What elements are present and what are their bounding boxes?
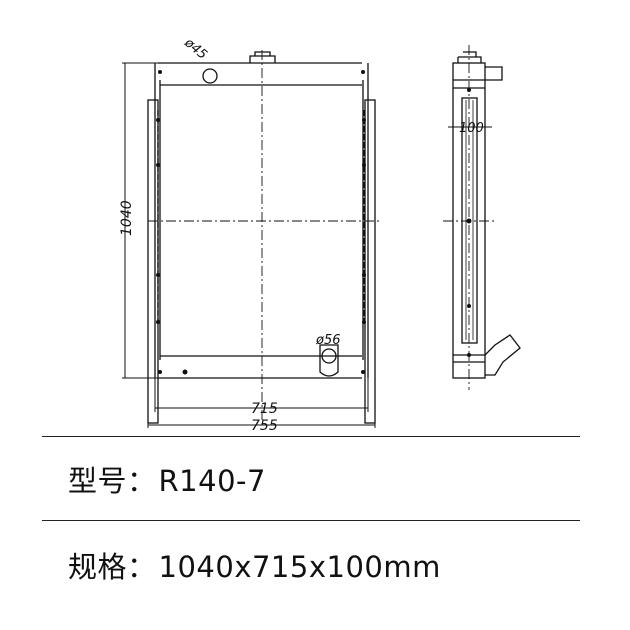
outlet-pipe bbox=[319, 344, 339, 377]
tank-header-lines bbox=[160, 84, 362, 357]
model-spec-row: 型号：R140-7 bbox=[68, 458, 266, 500]
filler-cap bbox=[249, 51, 276, 63]
outlet-diameter-label: ø56 bbox=[315, 333, 341, 348]
height-dimension-line bbox=[122, 62, 158, 379]
core-width-label: 715 bbox=[251, 401, 278, 417]
right-side-panel bbox=[364, 99, 376, 424]
side-outlet-pipe bbox=[484, 334, 521, 376]
size-value: 1040x715x100mm bbox=[158, 550, 441, 584]
left-side-panel bbox=[147, 99, 159, 424]
side-inlet-pipe bbox=[485, 66, 503, 81]
centerlines bbox=[148, 50, 382, 428]
overall-width-label: 755 bbox=[251, 418, 278, 434]
inlet-pipe-circle bbox=[202, 68, 218, 84]
inlet-diameter-label: ø45 bbox=[181, 35, 210, 63]
core-edges bbox=[159, 80, 364, 360]
size-label: 规格： bbox=[68, 550, 157, 584]
radiator-frame bbox=[154, 62, 369, 379]
radiator-technical-drawing: 1040 715 755 ø45 ø56 100 bbox=[119, 35, 521, 434]
depth-dimension-label: 100 bbox=[459, 121, 484, 136]
side-view bbox=[443, 45, 521, 390]
bolt-markers bbox=[156, 70, 366, 375]
model-label: 型号： bbox=[68, 464, 157, 498]
divider-middle bbox=[42, 520, 580, 521]
front-view bbox=[122, 50, 382, 428]
model-value: R140-7 bbox=[158, 464, 266, 498]
height-dimension-label: 1040 bbox=[119, 200, 135, 236]
size-spec-row: 规格：1040x715x100mm bbox=[68, 544, 441, 586]
core-width-dimension-line bbox=[154, 378, 369, 412]
overall-width-dimension-line bbox=[147, 423, 376, 428]
divider-top bbox=[42, 436, 580, 437]
